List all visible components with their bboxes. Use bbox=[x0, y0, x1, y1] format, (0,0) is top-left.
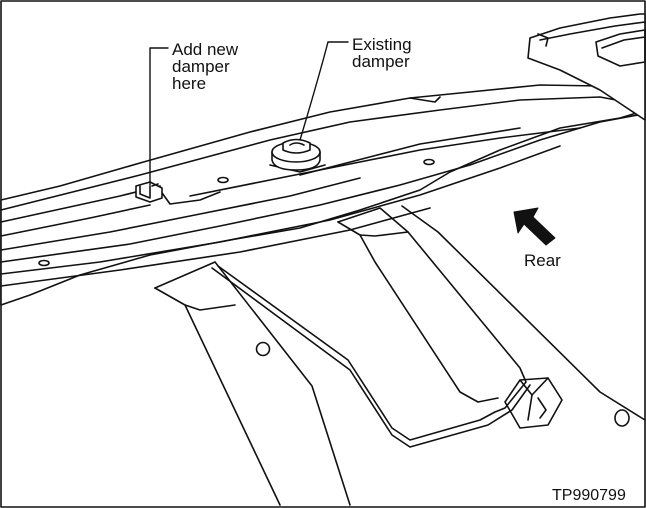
figure-code: TP990799 bbox=[552, 487, 626, 504]
rail-slot-3 bbox=[38, 259, 50, 267]
rail-slot-2 bbox=[423, 158, 435, 166]
existing-damper-label-line-1: Existing bbox=[352, 35, 412, 54]
center-floor-bracket bbox=[217, 207, 527, 441]
small-mount-bracket bbox=[504, 377, 563, 429]
roof-rail-lines bbox=[0, 96, 639, 287]
new-damper-label-line-2: damper bbox=[172, 57, 230, 76]
floor-panel bbox=[154, 205, 646, 506]
existing-damper bbox=[271, 138, 321, 171]
left-floor-bracket bbox=[154, 261, 351, 506]
bracket-hole-left bbox=[255, 341, 271, 357]
roof-rail-body bbox=[0, 84, 641, 306]
panel-hole-right bbox=[614, 409, 630, 427]
new-damper-leader bbox=[149, 47, 169, 186]
existing-damper-cap bbox=[282, 138, 311, 154]
cross-member-body bbox=[527, 13, 646, 121]
rear-arrow-icon bbox=[513, 207, 556, 246]
rail-slot-1 bbox=[217, 176, 229, 184]
cross-member-opening bbox=[595, 29, 646, 67]
existing-damper-leader bbox=[299, 41, 349, 141]
roof-rail bbox=[0, 84, 641, 306]
existing-damper-label-line-2: damper bbox=[352, 52, 410, 71]
rear-direction-label: Rear bbox=[524, 251, 561, 270]
new-damper-label-line-3: here bbox=[172, 74, 207, 93]
right-panel-edge bbox=[401, 205, 646, 421]
new-damper-label-line-1: Add new bbox=[172, 40, 239, 59]
rear-cross-member bbox=[527, 13, 646, 121]
